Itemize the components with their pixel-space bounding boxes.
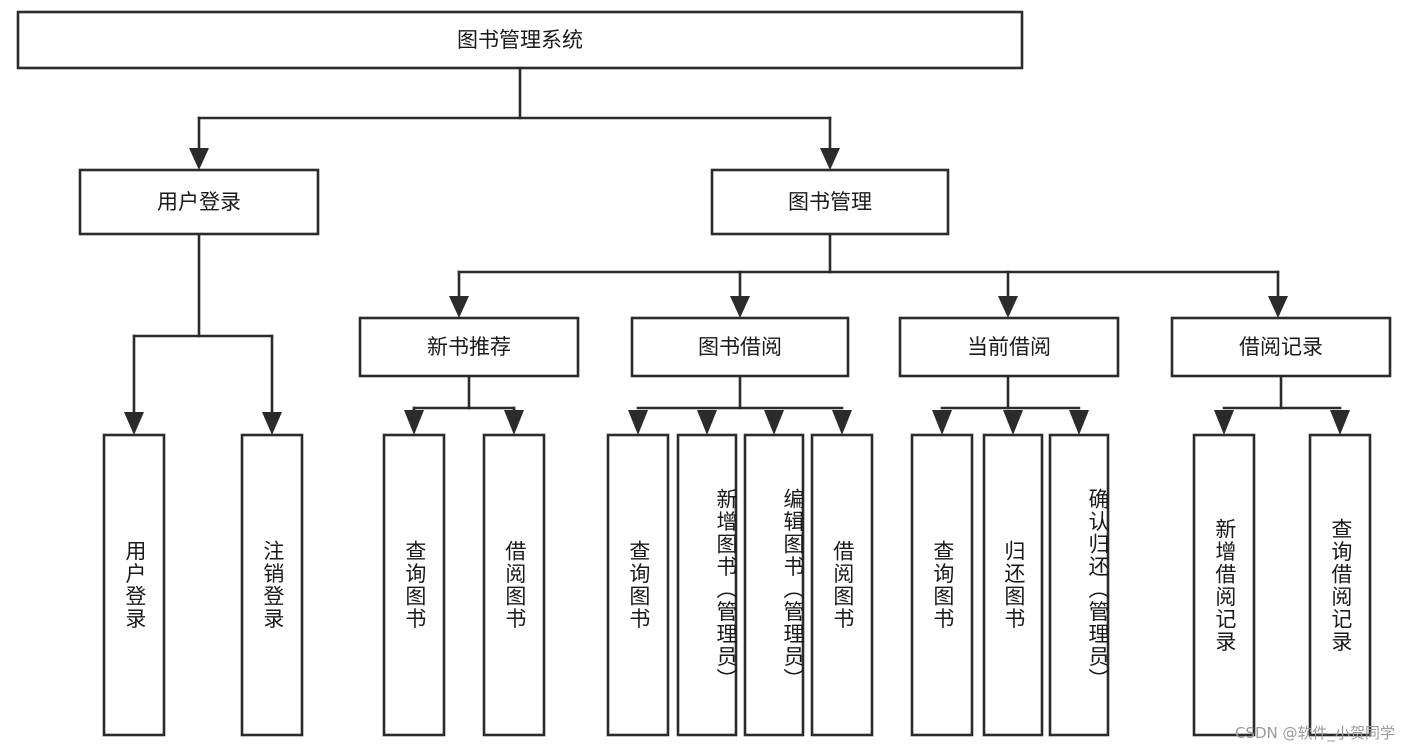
node-user-login-box[interactable]	[78, 168, 320, 236]
arrow-head-leaf-borrow-book	[832, 410, 852, 435]
edges-user-login-to-leaves	[124, 232, 282, 435]
node-borrow-record[interactable]: 借阅记录	[1170, 316, 1392, 378]
node-root-label: 图书管理系统	[457, 28, 583, 52]
edges-book-borrow-to-leaves	[628, 374, 852, 435]
leaf-box-user-login[interactable]	[102, 433, 166, 737]
arrow-head-leaf-user-logout	[262, 412, 282, 435]
leaf-box-query-borrow-record[interactable]	[1308, 433, 1372, 737]
arrow-head-book-management	[820, 148, 840, 170]
arrow-head-leaf-confirm-return-admin	[1069, 410, 1089, 435]
leaf-box-borrow-book[interactable]	[810, 433, 874, 737]
arrow-head-leaf-query-book-rec	[404, 410, 424, 435]
leaf-box-query-book-rec[interactable]	[382, 433, 446, 737]
arrow-head-leaf-add-book-admin	[697, 410, 717, 435]
leaf-box-add-borrow-record[interactable]	[1192, 433, 1256, 737]
node-user-login[interactable]: 用户登录	[78, 168, 320, 236]
arrow-head-current-borrow	[998, 296, 1018, 318]
leaf-box-borrow-book-rec[interactable]	[482, 433, 546, 737]
leaf-box-confirm-return-admin[interactable]	[1048, 433, 1110, 737]
leaf-box-add-book-admin[interactable]	[676, 433, 738, 737]
arrow-head-user-login	[189, 148, 209, 170]
leaf-box-edit-book-admin[interactable]	[743, 433, 805, 737]
arrow-head-new-book-recommend	[449, 296, 469, 318]
node-current-borrow-box[interactable]	[898, 316, 1120, 378]
arrow-head-book-borrow	[730, 296, 750, 318]
node-book-borrow[interactable]: 图书借阅	[630, 316, 850, 378]
edges-current-borrow-to-leaves	[932, 374, 1089, 435]
arrow-head-leaf-return-book	[1003, 410, 1023, 435]
node-book-management[interactable]: 图书管理	[710, 168, 950, 236]
node-new-book-recommend-box[interactable]	[358, 316, 580, 378]
node-user-login-label: 用户登录	[157, 190, 241, 214]
leaf-box-return-book[interactable]	[982, 433, 1044, 737]
arrow-head-borrow-record	[1268, 296, 1288, 318]
arrow-head-leaf-user-login	[124, 412, 144, 435]
arrow-head-leaf-query-book-borrow	[628, 410, 648, 435]
arrow-head-leaf-edit-book-admin	[764, 410, 784, 435]
edges-book-management-to-level2	[449, 232, 1288, 318]
edges-borrow-record-to-leaves	[1214, 374, 1350, 435]
edges-new-book-recommend-to-leaves	[404, 374, 524, 435]
arrow-head-leaf-query-book-current	[932, 410, 952, 435]
node-book-management-label: 图书管理	[788, 190, 872, 214]
node-current-borrow-label: 当前借阅	[967, 335, 1051, 359]
node-book-borrow-label: 图书借阅	[698, 335, 782, 359]
node-borrow-record-label: 借阅记录	[1239, 335, 1323, 359]
leaf-box-query-book-current[interactable]	[910, 433, 974, 737]
node-new-book-recommend[interactable]: 新书推荐	[358, 316, 580, 378]
node-book-management-box[interactable]	[710, 168, 950, 236]
node-book-borrow-box[interactable]	[630, 316, 850, 378]
node-current-borrow[interactable]: 当前借阅	[898, 316, 1120, 378]
watermark-text: CSDN @软件_小贺同学	[1234, 724, 1395, 742]
leaf-box-user-logout[interactable]	[240, 433, 304, 737]
arrow-head-leaf-add-borrow-record	[1214, 410, 1234, 435]
edges-root-to-level1	[189, 66, 840, 170]
leaf-box-query-book-borrow[interactable]	[606, 433, 670, 737]
arrow-head-leaf-borrow-book-rec	[504, 410, 524, 435]
node-root-box[interactable]	[16, 10, 1024, 70]
leaf-boxes	[102, 433, 1372, 737]
node-borrow-record-box[interactable]	[1170, 316, 1392, 378]
node-new-book-recommend-label: 新书推荐	[427, 335, 511, 359]
arrow-head-leaf-query-borrow-record	[1330, 410, 1350, 435]
node-root[interactable]: 图书管理系统	[16, 10, 1024, 70]
